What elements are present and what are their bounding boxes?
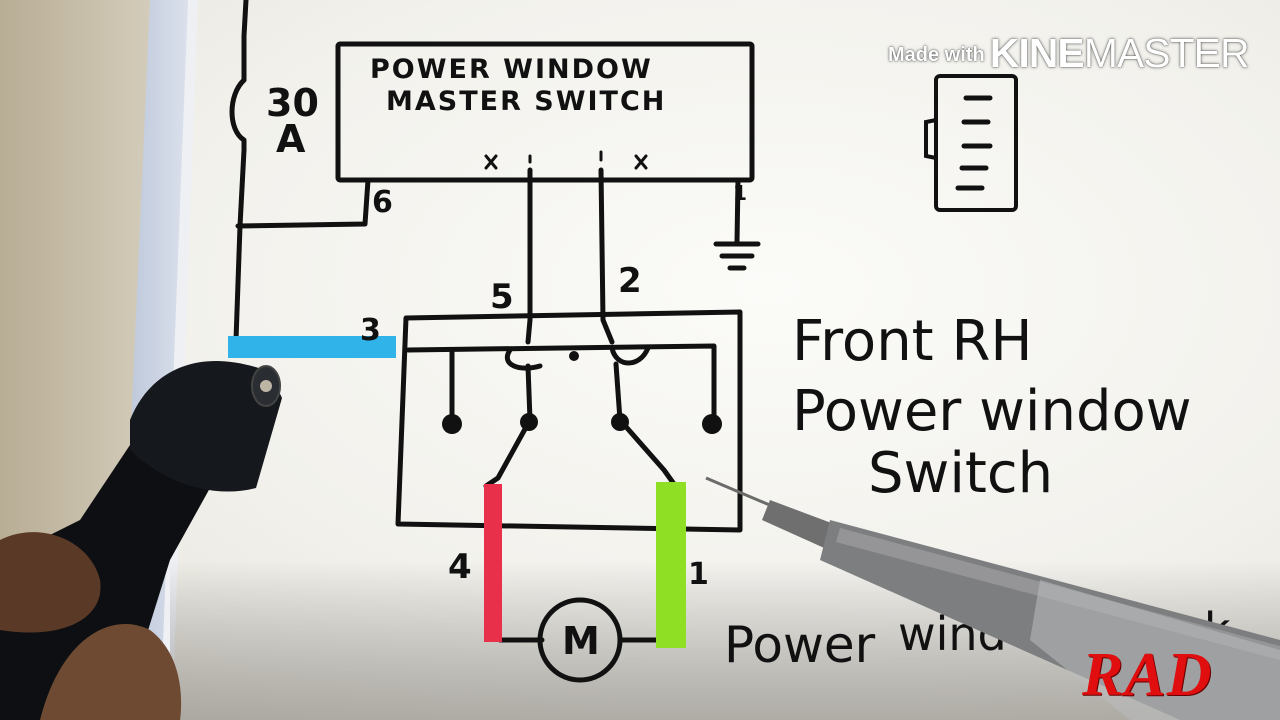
wire-to-master-pin-6	[235, 177, 371, 229]
pin-2-label: 2	[618, 261, 642, 301]
watermark-brand-bold: KINE	[989, 30, 1085, 76]
motor-caption-part1: Power	[724, 616, 876, 674]
master-pin-1-label: 1	[733, 181, 747, 205]
rh-switch-left-blade	[483, 363, 533, 489]
rh-bridge-dot	[569, 351, 579, 361]
rh-switch-title-line1: Front RH	[792, 309, 1032, 374]
rad-logo: RAD	[1082, 641, 1213, 709]
master-terminal-mark-x1	[484, 154, 498, 170]
feed-wire	[241, 0, 249, 83]
motor-label: M	[562, 619, 600, 663]
pin-1-label: 1	[688, 557, 709, 592]
wire-marker-pin-1	[656, 482, 686, 648]
master-terminal-mark-x2	[634, 154, 648, 170]
pin-5-label: 5	[490, 277, 514, 317]
rh-contact-right	[702, 414, 722, 434]
kinemaster-watermark: Made with KINEMASTER	[888, 30, 1250, 77]
rh-contact-left	[442, 414, 462, 434]
pin-3-label: 3	[360, 313, 381, 348]
fuse-symbol-30a	[229, 77, 247, 153]
master-switch-sketch-tab	[924, 118, 938, 160]
ground-wire	[734, 177, 741, 245]
rh-contact-mid-right	[611, 413, 629, 431]
rh-switch-right-blade	[613, 361, 677, 487]
watermark-prefix: Made with	[888, 44, 985, 66]
test-probe-clear-section	[1030, 580, 1280, 720]
test-probe-right	[705, 476, 1280, 720]
motor-symbol	[537, 597, 623, 683]
master-switch-title-line1: POWER WINDOW	[370, 54, 653, 85]
rh-switch-bridge-right	[609, 345, 651, 366]
master-pin-6-label: 6	[372, 185, 393, 220]
rh-switch-bridge-left	[505, 347, 543, 371]
watermark-brand-light: MASTER	[1083, 30, 1250, 76]
wire-marker-pin-4	[484, 484, 502, 642]
wire-marker-pin-3	[228, 336, 396, 358]
wire-master-to-pin-5	[525, 167, 533, 345]
probe-cable	[0, 430, 220, 720]
probe-grip	[130, 360, 282, 492]
rh-switch-box	[395, 309, 743, 533]
master-switch-box	[335, 41, 755, 183]
pin-4-label: 4	[448, 547, 472, 587]
fuse-rating-number: 30	[266, 81, 319, 125]
rh-switch-title-line2: Power window	[792, 379, 1192, 444]
master-switch-title-line2: MASTER SWITCH	[386, 86, 666, 117]
fuse-rating-unit: A	[276, 117, 306, 161]
wire-master-to-pin-2	[598, 167, 615, 345]
rh-contact-mid-left	[520, 413, 538, 431]
ground-symbol	[713, 241, 761, 271]
multimeter-probe-left	[0, 360, 282, 720]
rh-switch-title-line3: Switch	[868, 441, 1053, 506]
finger-top	[0, 532, 101, 633]
probe-tip-metal	[260, 380, 272, 392]
finger-bottom	[40, 624, 182, 720]
master-switch-sketch-body	[934, 74, 1018, 212]
feed-wire-lower	[233, 147, 247, 343]
